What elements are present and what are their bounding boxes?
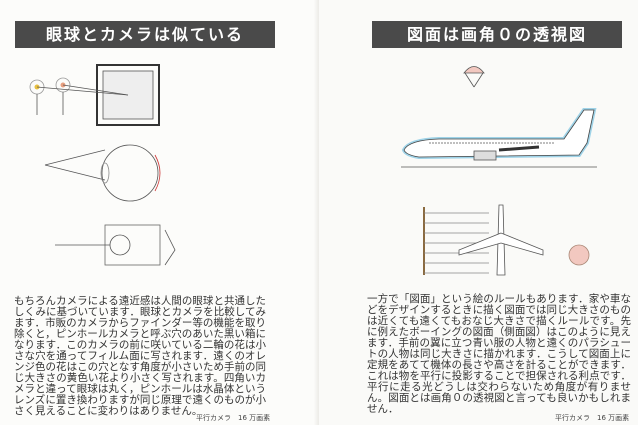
right-page-footer: 平行カメラ 16 万画素 [555, 414, 630, 422]
parachute-icon [463, 66, 485, 88]
left-page-footer: 平行カメラ 16 万画素 [196, 414, 271, 422]
airplane-top-view [423, 204, 544, 276]
left-page-body: もちろんカメラによる遠近感は人間の眼球と共通したしくみに基づいています．眼球とカ… [14, 295, 266, 417]
right-page: 図面は画角０の透視図 一方で「図面」という絵のルールもあります．家や車などをデザ… [319, 0, 638, 425]
left-page-title: 眼球とカメラは似ている [15, 21, 275, 48]
airplane-side-view [401, 108, 597, 168]
eye-camera-sketch [29, 64, 176, 266]
left-page: 眼球とカメラは似ている もちろんカメラによる遠近感は人間の眼球と共通したしくみに… [14, 21, 275, 422]
right-page-body: 一方で「図面」という絵のルールもあります．家や車などをデザインするときに描く図面… [367, 293, 631, 415]
boeing-drawing [401, 66, 597, 276]
parachute-top-icon [568, 244, 590, 266]
flower-icon [29, 79, 45, 95]
right-page-title: 図面は画角０の透視図 [372, 21, 622, 48]
